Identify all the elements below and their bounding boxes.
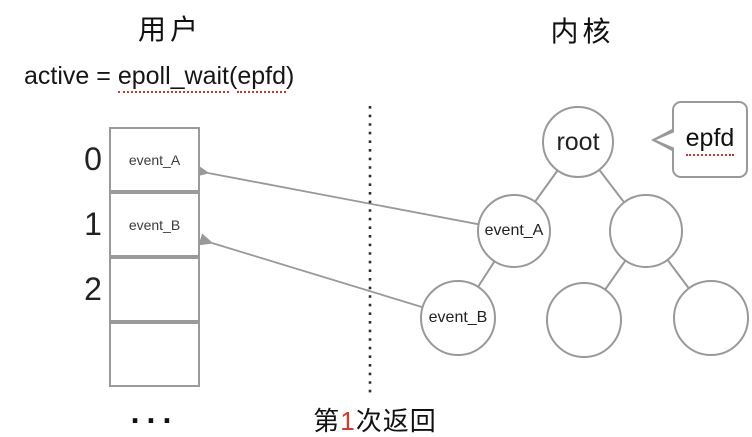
tree-node-empty-middle bbox=[546, 282, 622, 358]
array-cell-2 bbox=[109, 257, 200, 322]
code-prefix: active = bbox=[24, 62, 118, 90]
array-cell-0: event_A bbox=[109, 127, 200, 192]
caption-prefix: 第 bbox=[313, 406, 341, 436]
epoll-wait-code-line: active = epoll_wait(epfd) bbox=[24, 62, 295, 93]
array-index-0: 0 bbox=[84, 141, 102, 177]
tree-node-root: root bbox=[542, 106, 614, 178]
array-cell-1: event_B bbox=[109, 192, 200, 257]
tree-node-empty-upper-right bbox=[609, 194, 683, 268]
arrow-eventa-to-array bbox=[208, 173, 515, 232]
tree-node-event-b: event_B bbox=[420, 280, 496, 356]
caption-return-number: 1 bbox=[340, 406, 356, 436]
epfd-speech-bubble: epfd bbox=[651, 101, 748, 178]
code-paren-close: ) bbox=[286, 62, 295, 90]
code-argument: epfd bbox=[237, 62, 286, 93]
epfd-label: epfd bbox=[685, 124, 735, 156]
tree-node-event-a: event_A bbox=[477, 194, 551, 268]
caption-suffix: 次返回 bbox=[355, 406, 437, 436]
array-index-2: 2 bbox=[84, 271, 102, 307]
user-space-title: 用户 bbox=[137, 14, 202, 45]
return-count-caption: 第1次返回 bbox=[275, 401, 475, 437]
array-cell-3 bbox=[109, 322, 200, 387]
code-function-name: epoll_wait bbox=[117, 62, 229, 93]
kernel-space-title: 内核 bbox=[550, 16, 615, 47]
array-continuation-ellipsis: ... bbox=[130, 394, 179, 430]
array-index-1: 1 bbox=[84, 206, 102, 242]
code-paren-open: ( bbox=[229, 62, 238, 90]
arrow-eventb-to-array bbox=[212, 243, 459, 319]
tree-node-empty-right bbox=[673, 280, 749, 356]
